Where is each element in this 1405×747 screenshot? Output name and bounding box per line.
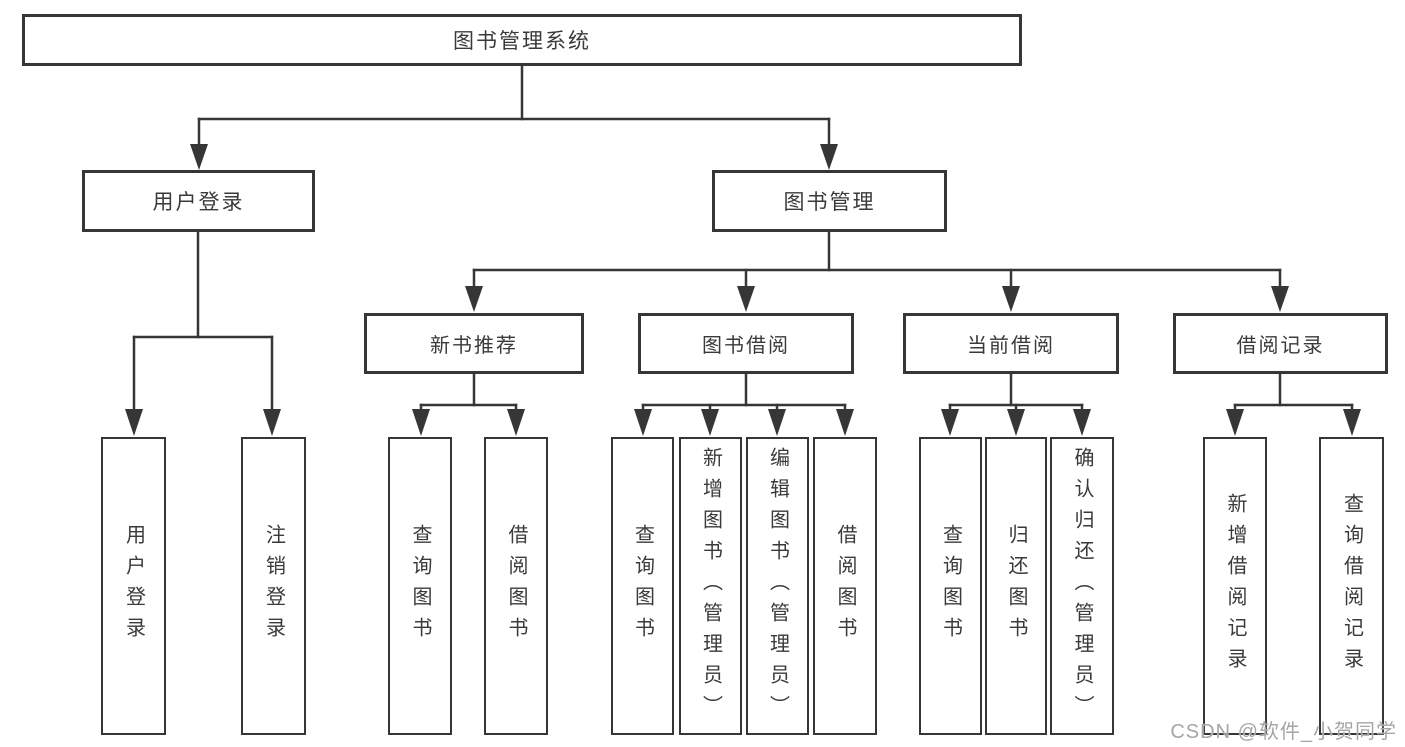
node-current-borrowing: 当前借阅 — [903, 313, 1119, 374]
leaf-label: 编辑图书（管理员） — [766, 446, 789, 726]
node-label: 图书管理 — [783, 191, 876, 214]
leaf-label: 新增图书（管理员） — [699, 446, 722, 726]
leaf-label: 查询图书 — [939, 524, 962, 648]
leaf-label: 借阅图书 — [505, 524, 527, 648]
leaf-label: 查询图书 — [409, 524, 431, 648]
arrowhead-icons — [125, 144, 1361, 436]
leaf-label: 查询图书 — [631, 524, 654, 648]
leaf-query-books-current: 查询图书 — [919, 437, 982, 735]
leaf-label: 注销登录 — [262, 524, 285, 648]
node-book-borrowing: 图书借阅 — [638, 313, 854, 374]
node-borrowing-records: 借阅记录 — [1173, 313, 1388, 374]
node-book-management: 图书管理 — [712, 170, 947, 232]
leaf-label: 新增借阅记录 — [1224, 493, 1246, 679]
leaf-logout: 注销登录 — [241, 437, 306, 735]
leaf-label: 用户登录 — [122, 524, 145, 648]
leaf-query-books-recommend: 查询图书 — [388, 437, 452, 735]
node-label: 当前借阅 — [967, 335, 1055, 357]
node-label: 图书借阅 — [702, 335, 790, 357]
node-label: 图书管理系统 — [453, 30, 591, 53]
leaf-add-book-admin: 新增图书（管理员） — [679, 437, 742, 735]
leaf-label: 确认归还（管理员） — [1071, 446, 1093, 726]
node-label: 新书推荐 — [430, 335, 518, 357]
leaf-add-borrow-record: 新增借阅记录 — [1203, 437, 1267, 735]
node-label: 借阅记录 — [1236, 335, 1325, 357]
leaf-label: 借阅图书 — [834, 524, 856, 648]
node-root-library-system: 图书管理系统 — [22, 14, 1022, 66]
leaf-edit-book-admin: 编辑图书（管理员） — [746, 437, 809, 735]
csdn-watermark: CSDN @软件_小贺同学 — [1170, 721, 1397, 743]
leaf-query-borrow-record: 查询借阅记录 — [1319, 437, 1384, 735]
leaf-label: 归还图书 — [1005, 524, 1027, 648]
leaf-query-books-borrow: 查询图书 — [611, 437, 674, 735]
leaf-confirm-return-admin: 确认归还（管理员） — [1050, 437, 1114, 735]
leaf-borrow-books-recommend: 借阅图书 — [484, 437, 548, 735]
leaf-label: 查询借阅记录 — [1340, 493, 1363, 679]
leaf-return-book: 归还图书 — [985, 437, 1047, 735]
leaf-borrow-books: 借阅图书 — [813, 437, 877, 735]
node-label: 用户登录 — [152, 191, 245, 214]
node-user-login: 用户登录 — [82, 170, 315, 232]
node-new-book-recommend: 新书推荐 — [364, 313, 584, 374]
leaf-user-login: 用户登录 — [101, 437, 166, 735]
